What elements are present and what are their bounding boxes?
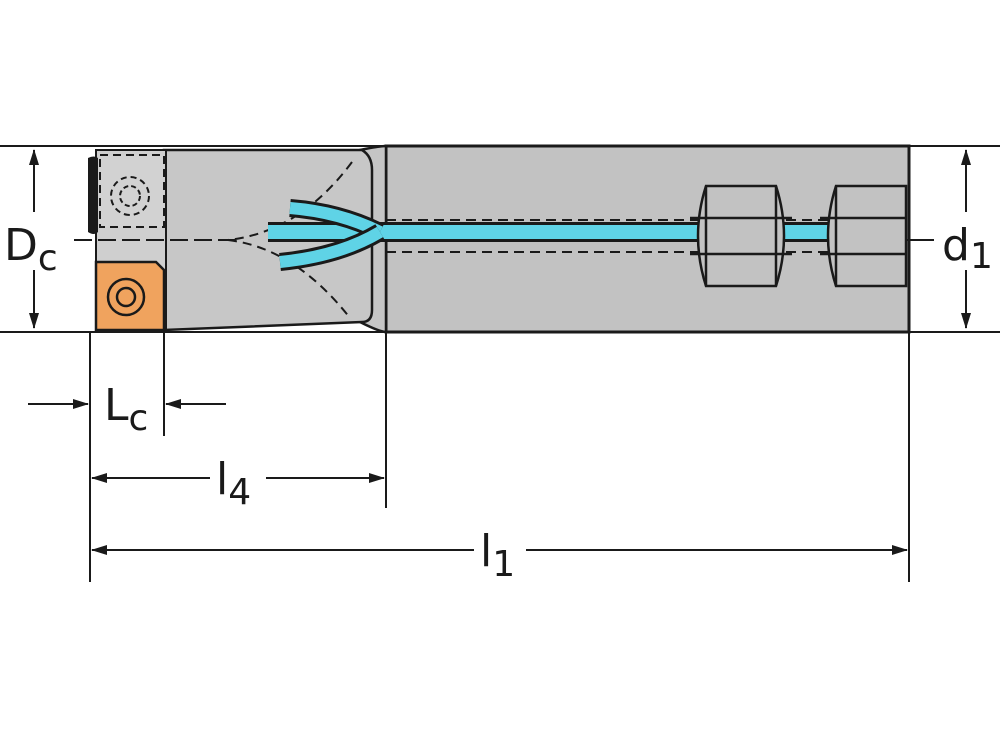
label-l4: l4	[216, 454, 251, 513]
front-insert	[94, 260, 166, 332]
label-lc: Lc	[104, 380, 148, 439]
coolant-channels	[267, 199, 900, 271]
clamping-screw-2	[820, 184, 908, 288]
back-insert	[88, 154, 165, 234]
clamping-screw-1	[690, 184, 792, 288]
extension-lines	[89, 332, 910, 582]
label-d1: d1	[942, 220, 993, 277]
label-l1: l1	[480, 526, 515, 585]
label-dc: Dc	[4, 220, 58, 279]
